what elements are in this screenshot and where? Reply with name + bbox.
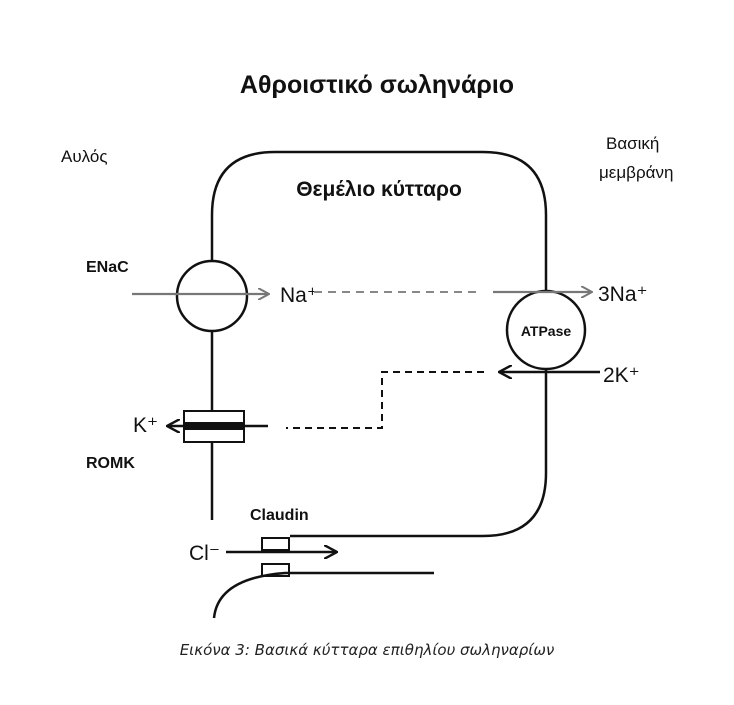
lumen-label: Αυλός: [61, 147, 108, 166]
na3-label: 3Na⁺: [598, 283, 648, 306]
claudin-block-top: [261, 537, 290, 551]
enac-channel: [175, 259, 249, 333]
k-label: K⁺: [133, 414, 158, 437]
na-label: Na⁺: [280, 284, 318, 307]
cl-label: Cl⁻: [189, 542, 220, 565]
basal-membrane-label-2: μεμβράνη: [599, 163, 673, 182]
enac-label: ENaC: [86, 259, 129, 276]
k-transport-dashed: [286, 371, 484, 429]
basal-membrane-label-1: Βασική: [606, 134, 659, 153]
diagram-title: Αθροιστικό σωληνάριο: [240, 71, 514, 99]
k2-label: 2K⁺: [603, 364, 640, 387]
atpase-label: ATPase: [521, 323, 572, 339]
cell-label: Θεμέλιο κύτταρο: [296, 178, 462, 201]
cell-membrane: [210, 150, 548, 538]
neighbor-cell-membrane: [212, 571, 434, 619]
claudin-label: Claudin: [250, 507, 309, 524]
romk-label: ROMK: [86, 455, 135, 472]
figure-caption: Εικόνα 3: Βασικά κύτταρα επιθηλίου σωλην…: [179, 641, 555, 659]
